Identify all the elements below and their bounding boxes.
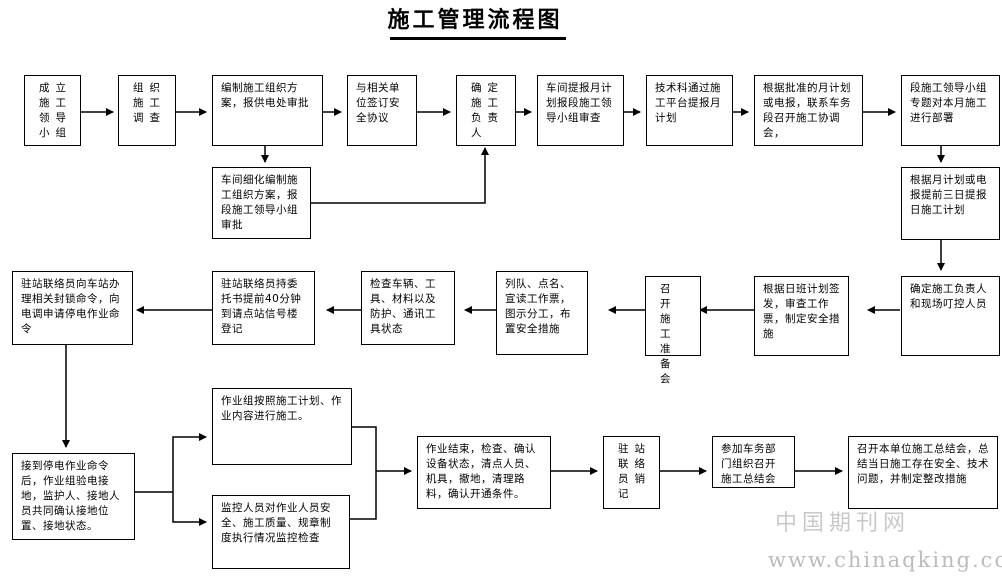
arrow-split-top — [172, 433, 207, 492]
node-register-at-station: 驻站联络员持委托书提前40分钟到请点站信号楼登记 — [212, 271, 315, 345]
node-lineup-roll-call: 列队、点名、宣读工作票，图示分工，布置安全措施 — [496, 271, 588, 355]
node-work-completed-check: 作业结束，检查、确认设备状态，清点人员、机具，撤地，清理路料，确认开通条件。 — [417, 436, 551, 509]
node-work-group-construct: 作业组按照施工计划、作业内容进行施工。 — [212, 388, 352, 465]
node-form-leadership-group: 成立施工领导小组 — [24, 75, 81, 146]
node-station-liaison-cancel: 驻站联络员销记 — [603, 436, 660, 509]
diagram-title: 施工管理流程图 — [387, 7, 563, 33]
node-issue-work-ticket: 根据日班计划签发，审查工作票，制定安全措施 — [754, 276, 849, 356]
node-monitor-supervise: 监控人员对作业人员安全、施工质量、规章制度执行情况监控检查 — [212, 495, 350, 569]
arrow-refine-5 — [310, 147, 489, 204]
node-convene-coordination-meeting: 根据批准的月计划或电报，联系车务段召开施工协调会， — [754, 75, 863, 146]
node-assign-responsible-person: 确定施工负责人 — [456, 75, 516, 146]
arrow-split-bottom — [172, 492, 207, 526]
node-pre-construction-meeting: 召开施工准备会 — [645, 276, 701, 385]
node-apply-blockade-order: 驻站联络员向车站办理相关封锁命令，向电调申请停电作业命令 — [12, 271, 133, 345]
node-attend-summary-meeting: 参加车务部门组织召开施工总结会 — [712, 436, 795, 488]
node-workshop-monthly-plan: 车间提报月计划报段施工领导小组审查 — [537, 75, 624, 146]
node-receive-power-outage-order: 接到停电作业命令后，作业组验电接地，监护人、接地人员共同确认接地位置、接地状态。 — [12, 453, 135, 540]
node-unit-summary-meeting: 召开本单位施工总结会，总结当日施工存在安全、技术问题，并制定整改措施 — [848, 436, 998, 509]
node-check-vehicles-tools: 检查车辆、工具、材料以及防护、通讯工具状态 — [361, 271, 455, 345]
watermark-url: www.chinaqking.com — [768, 548, 1002, 572]
node-organize-survey: 组织施工调查 — [118, 75, 176, 146]
title-underline — [390, 37, 566, 40]
node-tech-dept-submit-plan: 技术科通过施工平台提报月计划 — [646, 75, 733, 146]
merge-top — [350, 426, 377, 520]
node-prepare-construction-plan: 编制施工组织方案，报供电处审批 — [212, 75, 323, 146]
node-daily-plan: 根据月计划或电报提前三日提报日施工计划 — [901, 167, 1000, 240]
watermark-cn: 中国期刊网 — [775, 511, 911, 536]
node-responsible-person-onsite: 确定施工负责人和现场叮控人员 — [901, 276, 1000, 356]
node-workshop-refine-plan: 车间细化编制施工组织方案，报段施工领导小组审批 — [212, 167, 311, 239]
node-deploy-construction: 段施工领导小组专题对本月施工进行部署 — [901, 75, 1000, 146]
node-sign-safety-agreement: 与相关单位签订安全协议 — [347, 75, 417, 146]
